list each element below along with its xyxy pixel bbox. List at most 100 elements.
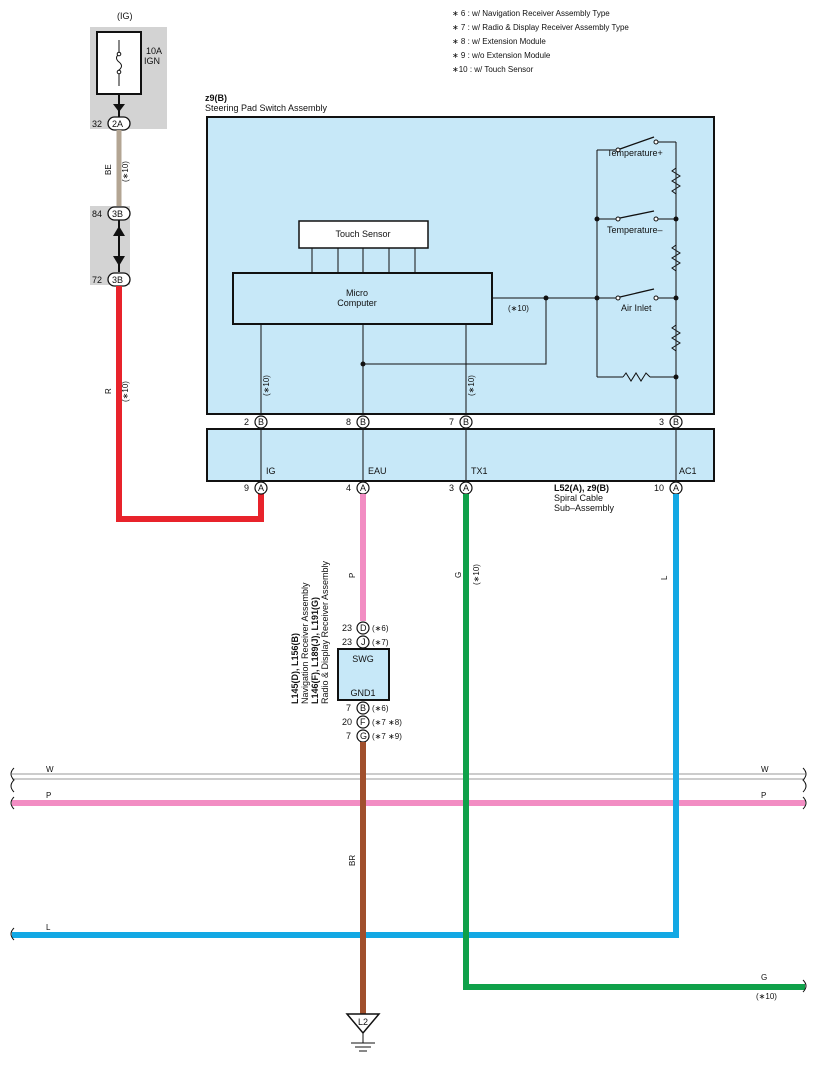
wire-l xyxy=(12,494,679,938)
receiver-name-2: Radio & Display Receiver Assembly xyxy=(320,560,330,704)
spiral-pin-code: A xyxy=(463,483,469,493)
bus-l-label: L xyxy=(46,923,51,932)
bus-g-note: (∗10) xyxy=(756,992,777,1001)
receiver-pin-number: 7 xyxy=(346,731,351,741)
switch-pin-8b: 8 B xyxy=(346,415,370,429)
touch-sensor-lines xyxy=(311,248,416,273)
spiral-pin-10a: 10 A xyxy=(654,481,683,495)
temperature-minus-switch xyxy=(597,210,676,222)
receiver-pin-number: 20 xyxy=(342,717,352,727)
micro-computer-label-2: Computer xyxy=(337,298,377,308)
spiral-label-tx1: TX1 xyxy=(471,466,488,476)
micro-computer-label-1: Micro xyxy=(346,288,368,298)
note-7: ∗ 7 : w/ Radio & Display Receiver Assemb… xyxy=(452,23,629,32)
switch-pin-number: 7 xyxy=(449,417,454,427)
pin-ig-note: (∗10) xyxy=(262,375,271,396)
wire-p-label: P xyxy=(348,573,357,578)
spiral-pin-number: 10 xyxy=(654,483,664,493)
switch-pin-7b: 7 B xyxy=(449,415,473,429)
junction-dot xyxy=(360,361,366,367)
receiver-pin-code: F xyxy=(360,717,366,727)
bus-w-label-right: W xyxy=(761,765,769,774)
connector-3b-top: 84 3B xyxy=(92,206,131,221)
wire-be-note: (∗10) xyxy=(121,161,130,182)
switch-pin-number: 3 xyxy=(659,417,664,427)
switch-pin-3b: 3 B xyxy=(659,415,683,429)
receiver-name-1: Navigation Receiver Assembly xyxy=(300,582,310,704)
receiver-ids-2: L146(F), L189(J), L191(G) xyxy=(310,597,320,704)
wire-l-label: L xyxy=(660,575,669,580)
resistor-icon xyxy=(671,167,681,195)
junction-dot xyxy=(543,295,549,301)
connector-3b-bottom-code: 3B xyxy=(112,275,123,285)
receiver-gnd-label: GND1 xyxy=(350,688,375,698)
connector-3b-bottom-number: 72 xyxy=(92,275,102,285)
receiver-pin-7b: 7 B (∗6) xyxy=(346,701,389,715)
wire-r-label: R xyxy=(104,388,113,394)
receiver-pin-23j: 23 J (∗7) xyxy=(342,635,389,649)
receiver-swg-label: SWG xyxy=(352,654,374,664)
note-8: ∗ 8 : w/ Extension Module xyxy=(452,37,546,46)
spiral-cable-name-2: Sub–Assembly xyxy=(554,503,615,513)
male-terminal-icon xyxy=(113,256,125,266)
receiver-box xyxy=(337,648,390,701)
spiral-pin-number: 9 xyxy=(244,483,249,493)
spiral-label-ac1: AC1 xyxy=(679,466,697,476)
pin-tx1-note: (∗10) xyxy=(467,375,476,396)
ground-triangle-icon xyxy=(345,1013,381,1035)
male-terminal-icon xyxy=(113,226,125,236)
spiral-pin-4a: 4 A xyxy=(346,481,370,495)
spiral-cable-name-1: Spiral Cable xyxy=(554,493,603,503)
receiver-pin-7g: 7 G (∗7 ∗9) xyxy=(346,729,402,743)
receiver-pin-code: G xyxy=(360,731,367,741)
wire-break-marks xyxy=(10,767,807,993)
receiver-pin-number: 7 xyxy=(346,703,351,713)
receiver-pin-code: D xyxy=(360,623,367,633)
wire-r xyxy=(116,286,264,522)
spiral-cable-wiring xyxy=(260,429,677,481)
fuse-terminal-icon xyxy=(116,69,122,75)
wire-g xyxy=(463,494,805,990)
switch-pin-code: B xyxy=(360,417,366,427)
fuse-terminal-icon xyxy=(116,51,122,57)
connector-2a-code: 2A xyxy=(112,119,123,129)
bus-p-label-left: P xyxy=(46,791,51,800)
receiver-pin-note: (∗6) xyxy=(372,624,389,633)
switch-pin-code: B xyxy=(463,417,469,427)
note-9: ∗ 9 : w/o Extension Module xyxy=(452,51,551,60)
bus-w xyxy=(12,773,805,780)
ground-label: L2 xyxy=(358,1017,368,1027)
junction-dot xyxy=(673,374,679,380)
fuse-name: IGN xyxy=(144,56,160,66)
wire-be-label: BE xyxy=(104,164,113,175)
wire-br-label: BR xyxy=(348,855,357,866)
temperature-minus-label: Temperature– xyxy=(607,225,663,235)
connector-3b-top-number: 84 xyxy=(92,209,102,219)
spiral-pin-9a: 9 A xyxy=(244,481,268,495)
switch-assembly-name: Steering Pad Switch Assembly xyxy=(205,103,328,113)
touch-sensor-box xyxy=(298,220,429,249)
spiral-pin-code: A xyxy=(673,483,679,493)
fuse-source-label: (IG) xyxy=(117,11,133,21)
resistor-icon xyxy=(622,372,651,382)
switch-pin-number: 2 xyxy=(244,417,249,427)
switch-assembly-id: z9(B) xyxy=(205,93,227,103)
switch-pin-number: 8 xyxy=(346,417,351,427)
steering-pad-switch-box xyxy=(206,116,715,415)
receiver-pin-23d: 23 D (∗6) xyxy=(342,621,389,635)
spiral-pin-code: A xyxy=(258,483,264,493)
spiral-pin-3a: 3 A xyxy=(449,481,473,495)
internal-wiring xyxy=(260,142,677,414)
spiral-pin-code: A xyxy=(360,483,366,493)
connector-3b-top-code: 3B xyxy=(112,209,123,219)
fuse-rating: 10A xyxy=(146,46,162,56)
receiver-pin-note: (∗7) xyxy=(372,638,389,647)
receiver-pin-number: 23 xyxy=(342,637,352,647)
spiral-cable-id: L52(A), z9(B) xyxy=(554,483,609,493)
legend-notes: ∗ 6 : w/ Navigation Receiver Assembly Ty… xyxy=(452,9,629,74)
touch-sensor-label: Touch Sensor xyxy=(335,229,390,239)
wire-g-label: G xyxy=(454,572,463,578)
air-inlet-switch xyxy=(597,288,676,301)
switch-pin-2b: 2 B xyxy=(244,415,268,429)
